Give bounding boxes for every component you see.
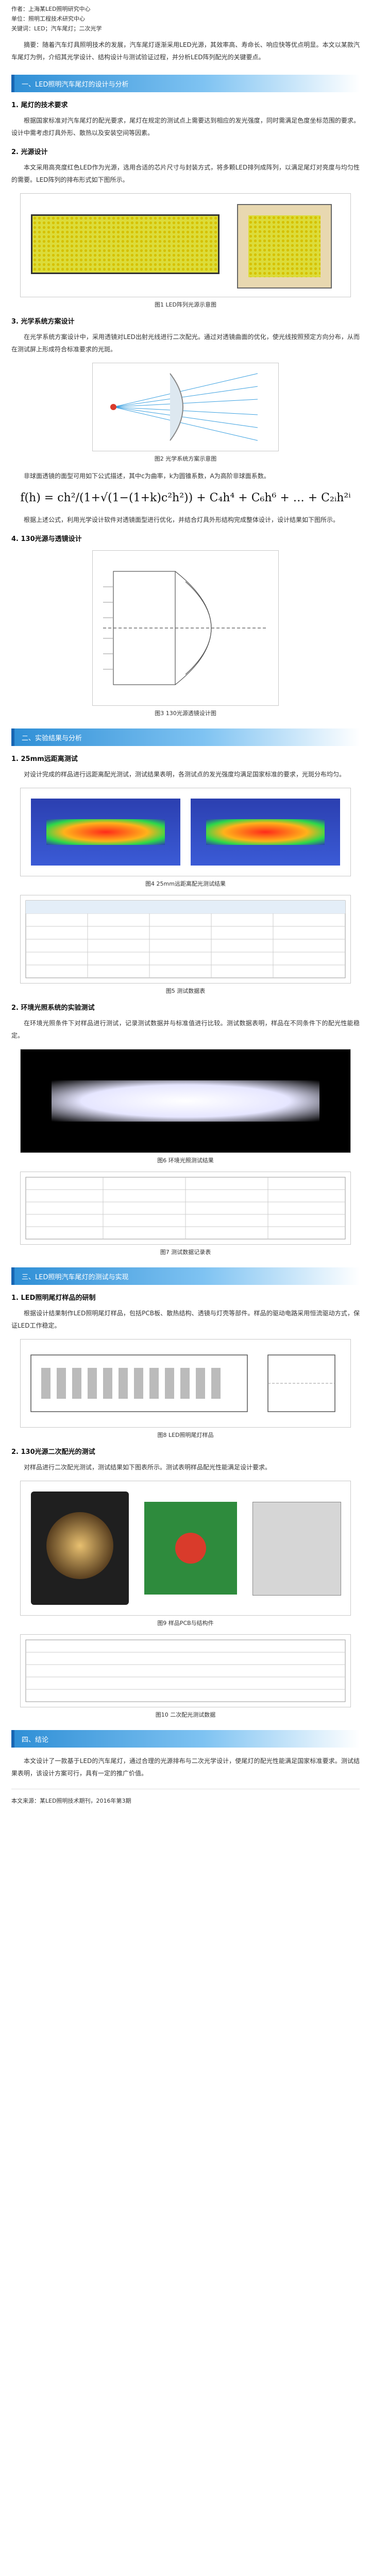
figure-pcb <box>20 1481 351 1616</box>
led-array-front <box>31 214 220 274</box>
sub-heading-8: 2. 130光源二次配光的测试 <box>11 1448 95 1456</box>
author: 上海某LED照明研究中心 <box>28 6 91 12</box>
test-table-graphic <box>25 900 346 978</box>
caption-1: 图1 LED阵列光源示意图 <box>154 301 217 308</box>
unit: 照明工程技术研究中心 <box>28 15 85 22</box>
sub-heading-3: 3. 光学系统方案设计 <box>11 318 75 326</box>
paragraph-7: 在环境光照条件下对样品进行测试，记录测试数据并与标准值进行比较。测试数据表明，样… <box>11 1020 360 1039</box>
section-4-banner: 四、结论 <box>11 1730 360 1748</box>
figure-secondary-test <box>20 1634 351 1707</box>
secondary-test-graphic <box>25 1639 346 1702</box>
caption-8: 图8 LED照明尾灯样品 <box>157 1432 214 1438</box>
heat-sink <box>252 1502 341 1596</box>
figure-data-record <box>20 1172 351 1245</box>
paragraph-4: 非球面透镜的面型可用如下公式描述，其中c为曲率，k为圆锥系数，A为高阶非球面系数… <box>24 472 270 480</box>
section-1-banner: 一、LED照明汽车尾灯的设计与分析 <box>11 75 360 92</box>
led-array-side <box>237 204 332 289</box>
sub-heading-1: 1. 尾灯的技术要求 <box>11 101 68 109</box>
aspheric-formula: f(h) = ch²/(1+√(1−(1+k)c²h²)) + C₄h⁴ + C… <box>20 492 351 504</box>
far-field-right <box>191 799 340 866</box>
caption-2: 图2 光学系统方案示意图 <box>154 455 217 462</box>
abstract: 摘要：随着汽车灯具照明技术的发展，汽车尾灯逐渐采用LED光源，其效率高、寿命长、… <box>11 41 360 61</box>
figure-optical-scheme <box>92 363 279 451</box>
figure-far-field <box>20 788 351 876</box>
paragraph-1: 根据国家标准对汽车尾灯的配光要求，尾灯在规定的测试点上需要达到相应的发光强度，同… <box>11 117 360 137</box>
paragraph-6: 对设计完成的样品进行远距离配光测试，测试结果表明，各测试点的发光强度均满足国家标… <box>24 771 346 778</box>
figure-sample <box>20 1339 351 1428</box>
figure-led-array <box>20 193 351 297</box>
figure-test-table <box>20 895 351 984</box>
keywords: LED；汽车尾灯；二次光学 <box>34 25 102 32</box>
caption-5: 图5 测试数据表 <box>165 988 206 994</box>
sub-heading-6: 2. 环境光照系统的实验测试 <box>11 1004 95 1012</box>
sub-heading-5: 1. 25mm远距离测试 <box>11 755 78 763</box>
caption-3: 图3 130光源透镜设计图 <box>155 710 216 717</box>
sample-drawing <box>30 1354 335 1412</box>
caption-6: 图6 环境光照测试结果 <box>157 1157 214 1164</box>
sub-heading-7: 1. LED照明尾灯样品的研制 <box>11 1294 96 1302</box>
paragraph-2: 本文采用高亮度红色LED作为光源，选用合适的芯片尺寸与封装方式，将多颗LED排列… <box>11 164 360 183</box>
paragraph-10: 本文设计了一款基于LED的汽车尾灯，通过合理的光源排布与二次光学设计，使尾灯的配… <box>11 1757 360 1777</box>
paragraph-8: 根据设计结果制作LED照明尾灯样品，包括PCB板、散热结构、透镜与灯壳等部件。样… <box>11 1310 360 1329</box>
keywords-label: 关键词： <box>11 25 34 32</box>
figure-ambient-light <box>20 1049 351 1153</box>
lens-drawing <box>103 571 268 685</box>
caption-9: 图9 样品PCB与结构件 <box>157 1620 214 1626</box>
data-record-graphic <box>25 1177 346 1240</box>
section-3-banner: 三、LED照明汽车尾灯的测试与实现 <box>11 1267 360 1285</box>
caption-4: 图4 25mm远距离配光测试结果 <box>145 880 226 887</box>
figure-lens-design <box>92 550 279 706</box>
caption-7: 图7 测试数据记录表 <box>160 1249 211 1256</box>
author-label: 作者： <box>11 6 28 12</box>
pcb-board <box>144 1502 237 1595</box>
paragraph-3: 在光学系统方案设计中，采用透镜对LED出射光线进行二次配光。通过对透镜曲面的优化… <box>11 333 360 353</box>
paragraph-5: 根据上述公式，利用光学设计软件对透镜面型进行优化，并结合灯具外形结构完成整体设计… <box>24 516 340 523</box>
article-meta: 作者：上海某LED照明研究中心 单位：照明工程技术研究中心 关键词：LED；汽车… <box>11 0 360 33</box>
unit-label: 单位： <box>11 15 28 22</box>
sub-heading-2: 2. 光源设计 <box>11 148 48 156</box>
section-2-banner: 二、实验结果与分析 <box>11 728 360 746</box>
footer: 本文来源：某LED照明技术期刊，2016年第3期 <box>11 1789 360 1816</box>
sub-heading-4: 4. 130光源与透镜设计 <box>11 535 82 543</box>
pcb-photo <box>31 1492 129 1605</box>
caption-10: 图10 二次配光测试数据 <box>155 1711 216 1718</box>
ray-trace-diagram <box>110 373 258 441</box>
paragraph-9: 对样品进行二次配光测试，测试结果如下图表所示。测试表明样品配光性能满足设计要求。 <box>24 1464 272 1471</box>
far-field-left <box>31 799 180 866</box>
article: 作者：上海某LED照明研究中心 单位：照明工程技术研究中心 关键词：LED；汽车… <box>11 0 360 1816</box>
